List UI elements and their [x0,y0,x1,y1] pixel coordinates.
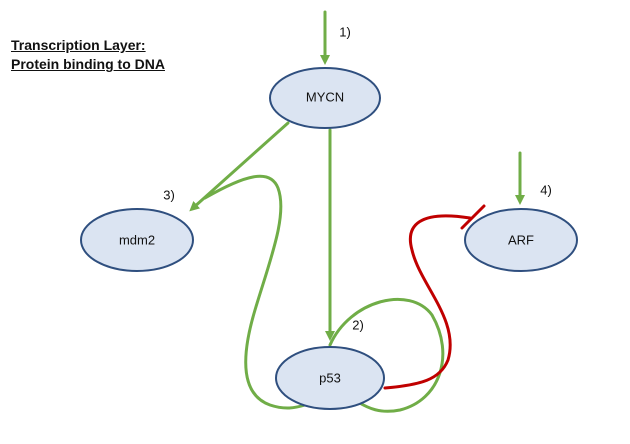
node-p53-label: p53 [319,370,341,385]
edge-mycn-mdm2 [189,121,290,212]
node-arf-label: ARF [508,232,534,247]
inhibition-bar-arf [460,204,486,230]
step-label-2: 2) [352,317,364,332]
node-arf: ARF [464,208,578,272]
node-p53: p53 [275,346,385,410]
diagram-title-line2: Protein binding to DNA [11,56,165,72]
step-label-1: 1) [339,24,351,39]
edge-mdm2-p53-loop [203,174,307,410]
node-mycn-label: MYCN [306,89,344,104]
edge-p53-self-loop [328,298,445,413]
node-mycn: MYCN [269,67,381,129]
edge-p53-arf-inhibition [383,214,472,390]
node-mdm2: mdm2 [80,208,194,272]
diagram-title-line1: Transcription Layer: [11,37,146,53]
step-label-4: 4) [540,182,552,197]
node-mdm2-label: mdm2 [119,232,155,247]
step-label-3: 3) [163,187,175,202]
